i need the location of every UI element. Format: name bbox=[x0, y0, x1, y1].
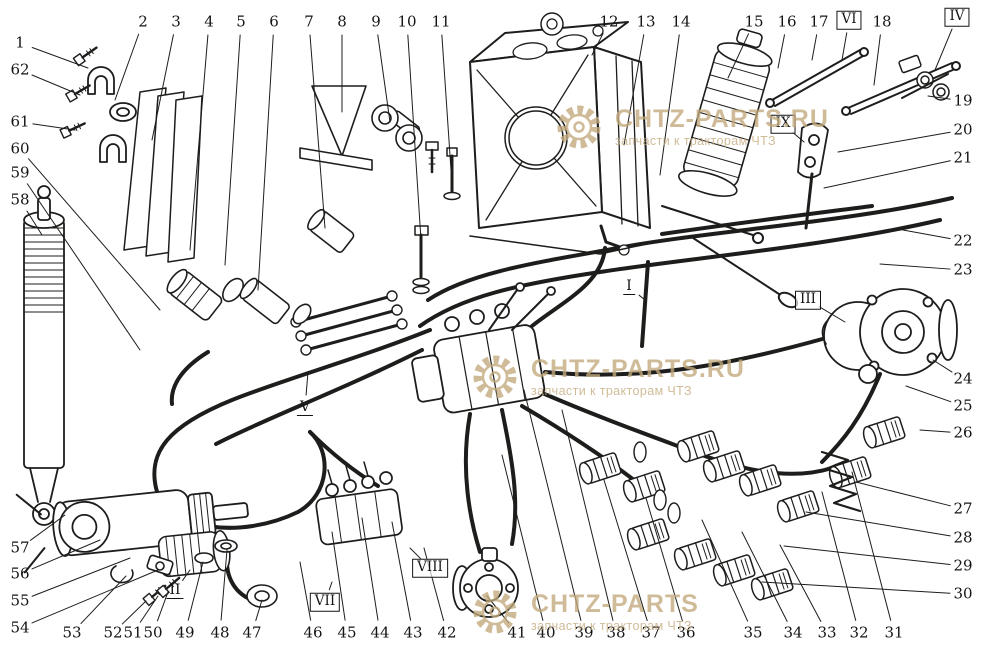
leader-line-62 bbox=[31, 74, 81, 96]
leader-line-42 bbox=[423, 547, 445, 621]
leader-line-32 bbox=[821, 491, 857, 621]
leader-line-61 bbox=[32, 123, 76, 131]
leader-line-4 bbox=[189, 34, 209, 251]
leader-line-29 bbox=[783, 545, 951, 566]
leader-line-30 bbox=[761, 581, 951, 594]
leader-line-58 bbox=[26, 210, 43, 236]
leader-line-43 bbox=[391, 521, 412, 621]
distributor-valve bbox=[411, 282, 556, 414]
leader-line-59 bbox=[26, 183, 141, 351]
union-fittings bbox=[576, 415, 907, 603]
leader-line-VI bbox=[841, 32, 848, 61]
leader-line-39 bbox=[523, 389, 582, 621]
gear-motor bbox=[452, 547, 519, 618]
leader-line-50 bbox=[156, 591, 169, 622]
fastener-bolts bbox=[412, 141, 461, 295]
shim-plates bbox=[123, 87, 203, 263]
hydraulic-pipes bbox=[152, 196, 954, 602]
leader-line-57 bbox=[29, 514, 66, 541]
leader-line-34 bbox=[741, 531, 788, 622]
leader-line-13 bbox=[623, 34, 645, 146]
leader-line-2 bbox=[114, 33, 140, 101]
leader-line-27 bbox=[855, 481, 951, 507]
oil-tank bbox=[469, 12, 657, 256]
leader-line-II bbox=[182, 569, 191, 581]
leader-line-33 bbox=[779, 544, 822, 623]
leader-line-12 bbox=[591, 33, 604, 56]
leader-line-19 bbox=[927, 95, 951, 100]
leader-line-31 bbox=[851, 471, 892, 621]
leader-lines bbox=[26, 28, 953, 625]
leader-line-16 bbox=[777, 34, 786, 69]
shaft-yoke bbox=[371, 104, 423, 152]
leader-line-28 bbox=[805, 511, 951, 537]
leader-line-56 bbox=[31, 539, 101, 570]
coupling-parts bbox=[898, 54, 950, 101]
leader-line-11 bbox=[441, 34, 453, 186]
leader-line-46 bbox=[299, 561, 312, 621]
corner-bracket bbox=[299, 85, 373, 171]
linkage-bars bbox=[661, 205, 799, 309]
leader-line-9 bbox=[377, 34, 391, 123]
leader-line-VII bbox=[328, 581, 333, 591]
control-rods bbox=[765, 47, 961, 116]
leader-line-60 bbox=[28, 158, 161, 311]
leader-line-23 bbox=[879, 263, 951, 270]
leader-line-48 bbox=[220, 549, 228, 621]
leader-line-18 bbox=[873, 34, 881, 86]
leader-line-26 bbox=[919, 429, 951, 433]
leader-line-53 bbox=[80, 575, 127, 625]
leader-line-VIII bbox=[409, 547, 422, 560]
leader-line-10 bbox=[407, 34, 422, 241]
lift-cylinder bbox=[23, 185, 65, 526]
leader-line-17 bbox=[811, 34, 818, 61]
leader-line-24 bbox=[932, 359, 953, 373]
leader-line-35 bbox=[701, 519, 749, 622]
leader-line-15 bbox=[727, 33, 750, 79]
leader-line-49 bbox=[187, 561, 204, 621]
u-clamps bbox=[87, 66, 137, 163]
yoke-ring bbox=[246, 584, 278, 608]
tube-end-fittings bbox=[290, 290, 408, 356]
leader-line-45 bbox=[331, 531, 346, 621]
leader-line-37 bbox=[603, 479, 648, 622]
leader-line-7 bbox=[309, 34, 326, 229]
leader-line-3 bbox=[151, 34, 174, 141]
leader-line-IV bbox=[934, 28, 953, 71]
leader-line-38 bbox=[561, 409, 614, 621]
coupling-sleeves bbox=[166, 208, 355, 325]
leader-line-44 bbox=[361, 517, 379, 621]
leader-line-55 bbox=[31, 557, 131, 597]
leader-line-1 bbox=[31, 46, 89, 69]
leader-line-40 bbox=[501, 454, 544, 621]
leader-line-52 bbox=[121, 600, 147, 625]
leader-line-20 bbox=[837, 131, 951, 153]
leader-line-51 bbox=[139, 595, 159, 623]
leader-line-I bbox=[638, 294, 646, 301]
leader-line-25 bbox=[905, 385, 952, 403]
leader-line-14 bbox=[659, 34, 680, 176]
hydraulic-pump bbox=[821, 288, 958, 384]
leader-line-III bbox=[818, 306, 846, 323]
leader-line-36 bbox=[645, 497, 683, 622]
small-parts bbox=[110, 539, 238, 607]
valve-block bbox=[315, 461, 403, 546]
leader-line-47 bbox=[255, 599, 263, 622]
leader-line-21 bbox=[823, 160, 951, 189]
spring bbox=[820, 450, 862, 513]
steel-tubes bbox=[294, 294, 404, 352]
leader-line-6 bbox=[257, 34, 274, 291]
leader-line-54 bbox=[31, 569, 159, 624]
power-cylinder bbox=[15, 489, 249, 574]
leader-line-5 bbox=[224, 34, 241, 266]
leader-line-V bbox=[305, 371, 309, 396]
bell-crank bbox=[797, 122, 829, 230]
oil-filter bbox=[678, 28, 773, 197]
leader-line-IX bbox=[792, 131, 805, 143]
leader-line-22 bbox=[902, 229, 951, 240]
